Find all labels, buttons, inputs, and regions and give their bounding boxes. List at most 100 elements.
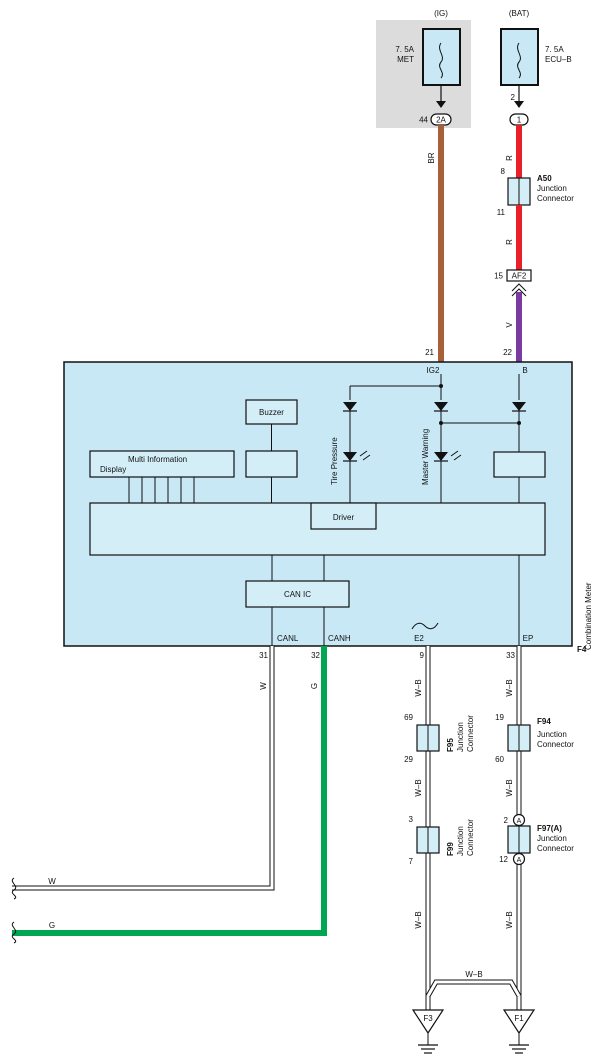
ep-block <box>493 451 546 478</box>
svg-text:BR: BR <box>427 152 436 163</box>
master-warning-led-icon <box>434 452 448 461</box>
svg-text:W–B: W–B <box>465 970 482 979</box>
wire-break-icon <box>11 877 17 900</box>
svg-text:A: A <box>517 857 522 864</box>
svg-text:Junction: Junction <box>537 834 567 843</box>
tire-pressure-label: Tire Pressure <box>330 437 339 485</box>
svg-text:2: 2 <box>504 816 509 825</box>
connector-f95: 69 29 F95 Junction Connector <box>404 713 475 764</box>
svg-text:Junction: Junction <box>456 722 465 752</box>
svg-text:Connector: Connector <box>537 740 574 749</box>
svg-text:31: 31 <box>259 651 268 660</box>
svg-text:W: W <box>259 682 268 690</box>
svg-text:19: 19 <box>495 713 504 722</box>
svg-text:A: A <box>517 818 522 825</box>
ground-wave-icon <box>411 622 439 630</box>
diode-icon <box>512 402 526 411</box>
svg-text:W–B: W–B <box>505 779 514 796</box>
wire-break-icon <box>11 921 17 944</box>
svg-text:E2: E2 <box>414 634 424 643</box>
svg-text:F94: F94 <box>537 717 551 726</box>
svg-text:33: 33 <box>506 651 515 660</box>
fuse-ecu-b-rating: 7. 5A <box>545 45 564 54</box>
svg-text:V: V <box>505 322 514 328</box>
svg-text:1: 1 <box>517 116 522 125</box>
svg-text:R: R <box>505 239 514 245</box>
svg-text:W–B: W–B <box>414 679 423 696</box>
svg-text:Display: Display <box>100 465 126 474</box>
svg-text:Buzzer: Buzzer <box>259 408 284 417</box>
connector-f99: 3 7 F99 Junction Connector <box>409 815 475 866</box>
svg-text:G: G <box>310 683 319 689</box>
svg-text:F1: F1 <box>514 1014 524 1023</box>
connector-f94: 19 60 F94 Junction Connector <box>495 713 574 764</box>
svg-text:Junction: Junction <box>537 184 567 193</box>
wire-wb-bridge <box>425 979 522 998</box>
svg-text:22: 22 <box>503 348 512 357</box>
fuse-met-box <box>422 28 461 86</box>
svg-text:R: R <box>505 155 514 161</box>
connector-arrow-icon <box>514 101 524 108</box>
svg-text:32: 32 <box>311 651 320 660</box>
chevron-up-icon <box>511 288 527 297</box>
svg-text:60: 60 <box>495 755 504 764</box>
svg-text:8: 8 <box>501 167 506 176</box>
svg-text:F3: F3 <box>423 1014 433 1023</box>
svg-text:B: B <box>522 366 527 375</box>
svg-text:EP: EP <box>523 634 534 643</box>
svg-text:CANH: CANH <box>328 634 351 643</box>
svg-text:IG2: IG2 <box>427 366 440 375</box>
tire-pressure-led-icon <box>343 452 357 461</box>
svg-text:Connector: Connector <box>466 819 475 856</box>
fuse-ecu-b: (BAT) 7. 5A ECU–B 2 1 <box>500 9 572 126</box>
ground-f1: F1 <box>502 1009 536 1054</box>
svg-text:CAN IC: CAN IC <box>284 590 311 599</box>
meter-id: F4 <box>577 645 587 654</box>
bat-source-label: (BAT) <box>509 9 530 18</box>
svg-text:Driver: Driver <box>333 513 355 522</box>
svg-text:11: 11 <box>497 208 506 217</box>
svg-text:Multi Information: Multi Information <box>128 455 187 464</box>
connector-a50: 8 11 A50 Junction Connector <box>497 167 575 217</box>
pin-2: 2 <box>511 93 516 102</box>
svg-text:Connector: Connector <box>537 844 574 853</box>
svg-text:29: 29 <box>404 755 413 764</box>
svg-text:7: 7 <box>409 857 414 866</box>
svg-text:21: 21 <box>425 348 434 357</box>
connector-af2: AF2 15 <box>494 269 532 297</box>
fuse-met-name: MET <box>397 55 414 64</box>
connector-f97: A A 2 12 F97(A) Junction Connector <box>499 813 574 866</box>
ground-triangle-icon <box>502 1009 536 1035</box>
meter-name: Combination Meter <box>584 582 593 650</box>
fuse-met-rating: 7. 5A <box>395 45 414 54</box>
connector-arrow-icon <box>436 101 446 108</box>
diode-icon <box>434 402 448 411</box>
svg-text:Junction: Junction <box>456 826 465 856</box>
ground-f3: F3 <box>411 1009 445 1054</box>
svg-text:Connector: Connector <box>466 715 475 752</box>
svg-text:Connector: Connector <box>537 194 574 203</box>
svg-text:W–B: W–B <box>414 911 423 928</box>
wire-w-outline <box>12 646 275 891</box>
svg-text:69: 69 <box>404 713 413 722</box>
svg-text:F95: F95 <box>446 738 455 752</box>
svg-text:AF2: AF2 <box>512 272 527 281</box>
svg-text:W–B: W–B <box>505 911 514 928</box>
svg-text:G: G <box>49 921 55 930</box>
can-ic-block <box>245 580 350 608</box>
svg-text:W–B: W–B <box>414 779 423 796</box>
fuse-met-symbol <box>439 42 443 79</box>
fuse-ecu-b-name: ECU–B <box>545 55 572 64</box>
svg-text:12: 12 <box>499 855 508 864</box>
svg-text:F99: F99 <box>446 842 455 856</box>
svg-text:CANL: CANL <box>277 634 299 643</box>
master-warning-label: Master Warning <box>421 429 430 485</box>
fuse-ecu-b-symbol <box>517 42 521 79</box>
svg-text:Junction: Junction <box>537 730 567 739</box>
diode-icon <box>343 402 357 411</box>
pin-44: 44 <box>419 116 428 125</box>
svg-text:15: 15 <box>494 272 503 281</box>
svg-text:2A: 2A <box>436 116 446 125</box>
svg-text:W–B: W–B <box>505 679 514 696</box>
